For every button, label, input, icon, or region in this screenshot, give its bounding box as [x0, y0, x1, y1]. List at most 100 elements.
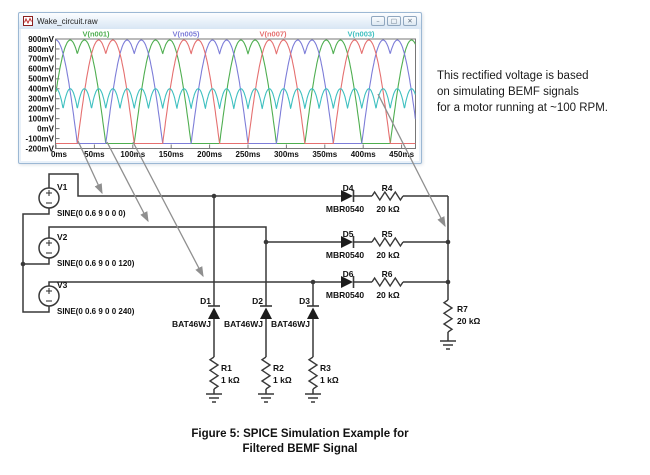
- y-tick-label: 400mV: [28, 85, 54, 94]
- y-tick-label: -100mV: [26, 134, 55, 143]
- resistor-label-R1: R1: [221, 363, 232, 373]
- resistor-label-R2: R2: [273, 363, 284, 373]
- diode-D5: [341, 236, 353, 248]
- junction-dot: [211, 193, 217, 199]
- diode-D1: [208, 307, 220, 319]
- legend-V(n007): V(n007): [259, 30, 287, 39]
- legend-V(n003): V(n003): [347, 30, 375, 39]
- annotation-line: This rectified voltage is based: [437, 70, 589, 82]
- x-tick-label: 450ms: [389, 150, 414, 159]
- x-tick-label: 150ms: [159, 150, 184, 159]
- x-tick-label: 50ms: [84, 150, 105, 159]
- voltage-source-V3: [38, 285, 60, 307]
- caption-line: Figure 5: SPICE Simulation Example for: [191, 428, 409, 440]
- diode-label-D2: D2: [252, 296, 263, 306]
- x-tick-label: 200ms: [197, 150, 222, 159]
- junction-dot: [445, 279, 451, 285]
- trace-V(n003): [55, 88, 416, 110]
- diode-part-D5: MBR0540: [326, 250, 365, 260]
- source-value-V1: SINE(0 0.6 9 0 0 0): [57, 209, 126, 218]
- maximize-button[interactable]: □: [387, 16, 401, 26]
- legend-V(n001): V(n001): [82, 30, 110, 39]
- y-tick-label: 100mV: [28, 114, 54, 123]
- resistor-R4: [371, 190, 404, 202]
- wire: [48, 281, 341, 286]
- resistor-value-R1: 1 kΩ: [221, 375, 240, 385]
- diode-D4: [341, 190, 353, 202]
- resistor-R3: [307, 356, 319, 390]
- diode-part-D4: MBR0540: [326, 204, 365, 214]
- x-tick-label: 300ms: [274, 150, 299, 159]
- resistor-label-R7: R7: [457, 304, 468, 314]
- resistor-R7: [442, 299, 454, 333]
- diode-part-D3: BAT46WJ: [271, 319, 310, 329]
- diode-D2: [260, 307, 272, 319]
- resistor-label-R5: R5: [382, 229, 393, 239]
- y-tick-label: 0mV: [37, 124, 55, 133]
- window-controls: –□✕: [371, 16, 417, 26]
- wire: [48, 173, 341, 197]
- resistor-label-R3: R3: [320, 363, 331, 373]
- annotation-line: for a motor running at ~100 RPM.: [437, 102, 608, 114]
- diode-label-D5: D5: [343, 229, 354, 239]
- y-tick-label: 300mV: [28, 95, 54, 104]
- junction-dot: [445, 239, 451, 245]
- source-label-V2: V2: [57, 232, 68, 242]
- x-tick-label: 400ms: [351, 150, 376, 159]
- diode-part-D6: MBR0540: [326, 290, 365, 300]
- y-tick-label: -200mV: [26, 144, 55, 153]
- close-button[interactable]: ✕: [403, 16, 417, 26]
- diode-label-D6: D6: [343, 269, 354, 279]
- diode-label-D3: D3: [299, 296, 310, 306]
- window-title: Wake_circuit.raw: [37, 16, 98, 26]
- resistor-value-R4: 20 kΩ: [376, 204, 400, 214]
- y-tick-label: 700mV: [28, 55, 54, 64]
- voltage-source-V2: [38, 237, 60, 259]
- wire: [22, 208, 50, 313]
- resistor-R2: [260, 356, 272, 390]
- minimize-button[interactable]: –: [371, 16, 385, 26]
- annotation-line: on simulating BEMF signals: [437, 86, 579, 98]
- legend-V(n005): V(n005): [172, 30, 200, 39]
- resistor-R5: [371, 236, 404, 248]
- x-tick-label: 0ms: [51, 150, 68, 159]
- x-tick-label: 250ms: [236, 150, 261, 159]
- resistor-value-R6: 20 kΩ: [376, 290, 400, 300]
- x-tick-label: 100ms: [120, 150, 145, 159]
- diode-part-D2: BAT46WJ: [224, 319, 263, 329]
- y-tick-label: 500mV: [28, 75, 54, 84]
- diode-D6: [341, 276, 353, 288]
- diode-part-D1: BAT46WJ: [172, 319, 211, 329]
- resistor-R6: [371, 276, 404, 288]
- trace-V(n005): [55, 39, 416, 145]
- source-value-V2: SINE(0 0.6 9 0 0 120): [57, 259, 135, 268]
- source-label-V1: V1: [57, 182, 68, 192]
- window-title-bar[interactable]: Wake_circuit.raw –□✕: [19, 13, 421, 29]
- y-tick-label: 200mV: [28, 104, 54, 113]
- resistor-label-R4: R4: [382, 183, 393, 193]
- resistor-label-R6: R6: [382, 269, 393, 279]
- caption-line: Filtered BEMF Signal: [242, 442, 358, 455]
- resistor-value-R7: 20 kΩ: [457, 316, 481, 326]
- annotation-text: This rectified voltage is based on simul…: [437, 68, 608, 116]
- trace-V(n007): [55, 39, 416, 145]
- waveform-plot: 900mV800mV700mV600mV500mV400mV300mV200mV…: [26, 30, 416, 159]
- source-value-V3: SINE(0 0.6 9 0 0 240): [57, 307, 135, 316]
- source-label-V3: V3: [57, 280, 68, 290]
- junction-dot: [263, 239, 269, 245]
- figure-caption: Figure 5: SPICE Simulation Example for F…: [100, 427, 500, 456]
- junction-dot: [310, 279, 316, 285]
- diode-D3: [307, 307, 319, 319]
- voltage-source-V1: [38, 187, 60, 209]
- y-tick-label: 800mV: [28, 45, 54, 54]
- diode-label-D4: D4: [343, 183, 354, 193]
- y-tick-label: 900mV: [28, 35, 54, 44]
- wire: [23, 258, 50, 265]
- resistor-R1: [208, 356, 220, 390]
- resistor-value-R5: 20 kΩ: [376, 250, 400, 260]
- junction-dot: [20, 261, 26, 267]
- diode-label-D1: D1: [200, 296, 211, 306]
